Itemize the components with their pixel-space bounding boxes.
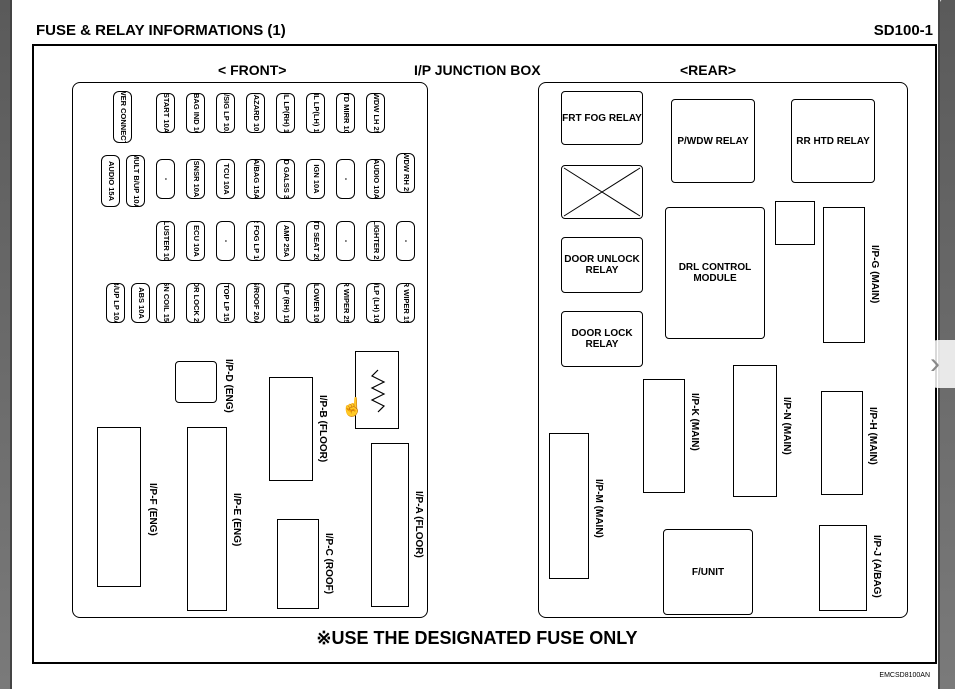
fuse-abag-ind: A/BAG IND 10A [186,93,205,133]
page-title: FUSE & RELAY INFORMATIONS (1) [36,22,286,39]
fuse-hlp-lh: H/LP (LH) 10A [366,283,385,323]
junction-box-title: I/P JUNCTION BOX [414,62,541,78]
fuse-mult-bup: MULT B/UP 10A [126,155,145,207]
fuse-htd-glass: HTD GALSS 30A [276,159,295,199]
fuse-ign-coil: IGN COIL 15A [156,283,175,323]
resistor-icon [370,369,386,413]
fuse-tcu: TCU 10A [216,159,235,199]
relay-door-lock: DOOR LOCK RELAY [561,311,643,367]
fuse-fr-wiper: FR WIPER 25A [336,283,355,323]
relay-door-unlock: DOOR UNLOCK RELAY [561,237,643,293]
footer-code: EMCSD8100AN [879,672,930,679]
relay-blank [561,165,643,219]
fuse-pwdw-lh: P/WDW LH 25A [366,93,385,133]
front-junction-box: POWER CONNECTOR START 10A A/BAG IND 10A … [72,82,428,618]
fuse-power-connector: POWER CONNECTOR [113,91,132,143]
connector-iph [821,391,863,495]
fuse-bup-lp: B/UP LP 10A [106,283,125,323]
label-ipc: I/P-C (ROOF) [323,533,334,595]
fuse-empty: - [396,221,415,261]
connector-ipf [97,427,141,587]
fuse-fr-fog-lp: FR FOG LP 10A [246,221,265,261]
resistor-block [355,351,399,429]
diagram-page: FUSE & RELAY INFORMATIONS (1) SD100-1 < … [10,0,940,689]
cross-icon [563,167,641,217]
front-label: < FRONT> [218,62,287,78]
label-ipe: I/P-E (ENG) [231,493,242,547]
fuse-sroof: S/ROOF 20A [246,283,265,323]
fuse-audio-10a: AUDIO 10A [366,159,385,199]
fuse-clighter: C/LIGHTER 25A [366,221,385,261]
fuse-empty: - [216,221,235,261]
page-code: SD100-1 [873,22,933,39]
fuse-abs: ABS 10A [131,283,150,323]
fuse-htd-seat: HTD SEAT 20A [306,221,325,261]
connector-ipd [175,361,217,403]
rear-label: <REAR> [680,62,737,78]
connector-ipm [549,433,589,579]
page-header: FUSE & RELAY INFORMATIONS (1) SD100-1 [32,14,937,46]
fuse-start: START 10A [156,93,175,133]
label-ipk: I/P-K (MAIN) [689,393,700,451]
drl-control-module: DRL CONTROL MODULE [665,207,765,339]
label-ipm: I/P-M (MAIN) [593,479,604,538]
fuse-blower: BLOWER 10A [306,283,325,323]
relay-rr-htd: RR HTD RELAY [791,99,875,183]
fuse-empty: - [336,159,355,199]
connector-ipg [823,207,865,343]
fuse-ecu: ECU 10A [186,221,205,261]
label-ipd: I/P-D (ENG) [223,359,234,413]
label-iph: I/P-H (MAIN) [867,407,878,465]
connector-ipc [277,519,319,609]
chevron-right-icon[interactable]: › [915,340,955,388]
fuse-pwdw-rh: P/WDW RH 25A [396,153,415,193]
label-ipj: I/P-J (A/BAG) [871,535,882,598]
fuse-stop-lp: STOP LP 15A [216,283,235,323]
rear-junction-box: FRT FOG RELAY P/WDW RELAY RR HTD RELAY D… [538,82,908,618]
fuse-hlp-rh: H/LP (RH) 10A [276,283,295,323]
connector-ipb [269,377,313,481]
fuse-rr-wiper: RR WIPER 15A [396,283,415,323]
connector-ipe [187,427,227,611]
fuse-hazard: HAZARD 10A [246,93,265,133]
connector-ipj [819,525,867,611]
connector-ipn [733,365,777,497]
fuse-empty: - [156,159,175,199]
label-ipn: I/P-N (MAIN) [781,397,792,455]
relay-frt-fog: FRT FOG RELAY [561,91,643,145]
funit: F/UNIT [663,529,753,615]
footer-note: ※USE THE DESIGNATED FUSE ONLY [316,628,638,648]
fuse-audio-15a: AUDIO 15A [101,155,120,207]
label-ipb: I/P-B (FLOOR) [317,395,328,463]
connector-ipk [643,379,685,493]
label-ipg: I/P-G (MAIN) [869,245,880,304]
fuse-snsr: SNSR 10A [186,159,205,199]
relay-pwdw: P/WDW RELAY [671,99,755,183]
fuse-tail-lp-rh: TAIL LP(RH) 10A [276,93,295,133]
fuse-tsig-lp: T/SIG LP 10A [216,93,235,133]
fuse-amp: AMP 25A [276,221,295,261]
label-ipa: I/P-A (FLOOR) [413,491,424,558]
fuse-cluster: CLUSTER 10A [156,221,175,261]
fuse-ign: IGN 10A [306,159,325,199]
fuse-empty: - [336,221,355,261]
hand-cursor-icon: ☝ [341,397,364,417]
fuse-cdr-lock: C/DR LOCK 20A [186,283,205,323]
fuse-abag: A/BAG 15A [246,159,265,199]
fuse-tail-lp-lh: TAIL LP(LH) 10A [306,93,325,133]
label-ipf: I/P-F (ENG) [147,483,158,536]
connector-ipa [371,443,409,607]
diode-block [775,201,815,245]
fuse-htd-mirr: HTD MIRR 10A [336,93,355,133]
